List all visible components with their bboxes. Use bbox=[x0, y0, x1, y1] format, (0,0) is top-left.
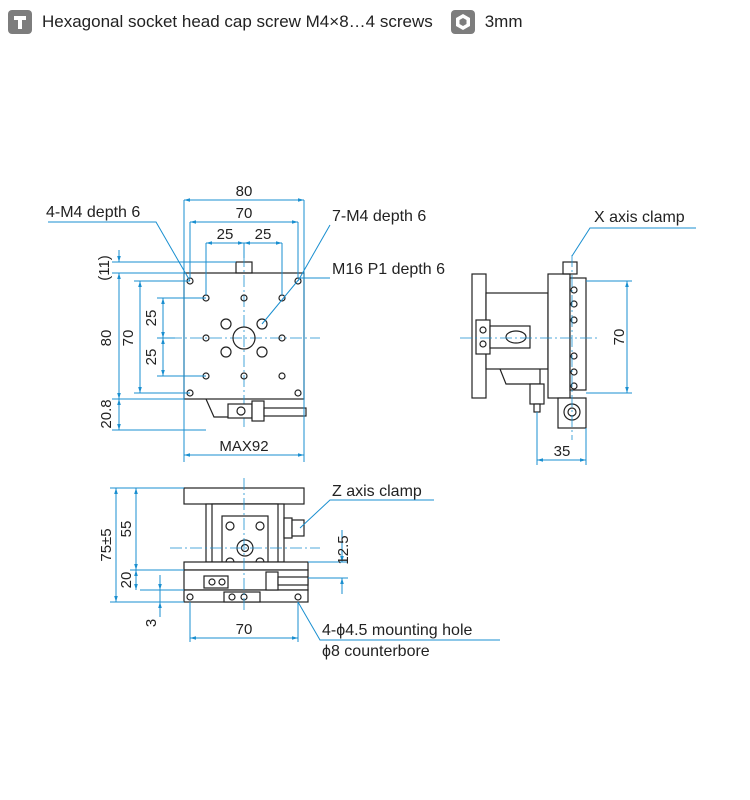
side-view-dimensions bbox=[536, 227, 696, 465]
dim-80-top: 80 bbox=[236, 183, 253, 200]
socket-head-screw-icon bbox=[8, 10, 32, 34]
dim-max92: MAX92 bbox=[219, 438, 268, 455]
dim-55: 55 bbox=[118, 521, 135, 538]
label-4-m4-depth: 4-M4 depth 6 bbox=[46, 204, 140, 221]
dim-25-lower: 25 bbox=[143, 349, 160, 366]
side-view bbox=[460, 255, 600, 440]
dim-70-top: 70 bbox=[236, 205, 253, 222]
dim-35-side: 35 bbox=[554, 443, 571, 460]
dim-3: 3 bbox=[143, 619, 160, 627]
dim-75-pm-5: 75±5 bbox=[98, 528, 115, 561]
dim-25-left: 25 bbox=[217, 226, 234, 243]
dim-70-bottom: 70 bbox=[236, 621, 253, 638]
hex-key-size: 3mm bbox=[484, 12, 523, 31]
front-view-dimensions bbox=[110, 487, 500, 642]
dim-20-8: 20.8 bbox=[98, 399, 115, 428]
label-counterbore: ϕ8 counterbore bbox=[322, 643, 430, 660]
label-x-axis-clamp: X axis clamp bbox=[594, 209, 685, 226]
dim-70-side: 70 bbox=[611, 329, 628, 346]
dim-80-left: 80 bbox=[98, 330, 115, 347]
legend-bar: Hexagonal socket head cap screw M4×8…4 s… bbox=[8, 8, 523, 36]
dim-12-5: 12.5 bbox=[335, 535, 352, 564]
dim-25-right: 25 bbox=[255, 226, 272, 243]
label-z-axis-clamp: Z axis clamp bbox=[332, 483, 422, 500]
label-7-m4-depth: 7-M4 depth 6 bbox=[332, 208, 426, 225]
label-mounting-hole: 4-ϕ4.5 mounting hole bbox=[322, 622, 472, 639]
screw-legend-text: Hexagonal socket head cap screw M4×8…4 s… bbox=[42, 12, 433, 31]
top-view bbox=[170, 255, 320, 430]
dim-25-upper: 25 bbox=[143, 310, 160, 327]
dim-70-left: 70 bbox=[120, 330, 137, 347]
hex-key-icon bbox=[450, 10, 475, 34]
label-m16: M16 P1 depth 6 bbox=[332, 261, 445, 278]
front-view bbox=[170, 478, 320, 610]
dim-11: (11) bbox=[96, 255, 113, 281]
top-view-dimensions bbox=[48, 198, 331, 462]
dim-20: 20 bbox=[118, 572, 135, 589]
